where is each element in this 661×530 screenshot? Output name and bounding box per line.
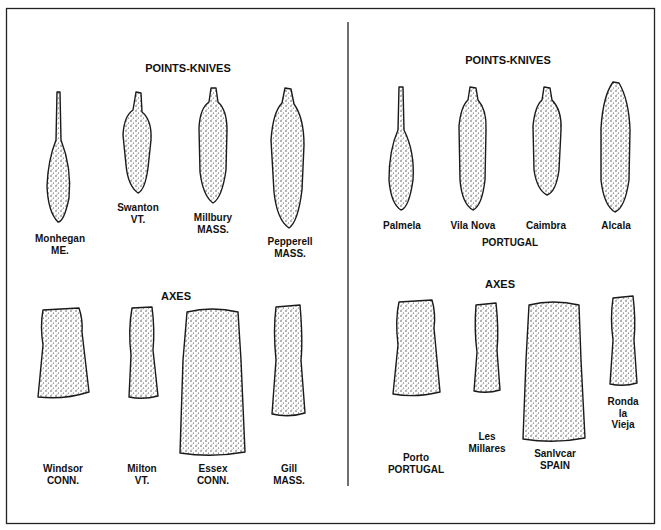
frame (7, 9, 655, 524)
site-label: Monhegan ME. (35, 233, 85, 256)
site-label: Alcala (601, 220, 630, 232)
axe-milton (129, 307, 158, 398)
axe-essex (180, 309, 245, 455)
axe-les-millares (474, 303, 500, 392)
country-label: PORTUGAL (482, 237, 538, 249)
site-label: Millbury MASS. (194, 212, 232, 235)
section-heading: AXES (485, 278, 515, 291)
point-millbury (199, 88, 227, 203)
site-label: Essex CONN. (197, 463, 229, 486)
divider (347, 22, 348, 486)
axe-porto (393, 300, 440, 396)
site-label: Ronda la Vieja (607, 396, 638, 431)
point-alcala (601, 82, 630, 212)
site-label: Pepperell MASS. (267, 236, 312, 259)
site-label: Les Millares (468, 431, 505, 454)
point-vila-nova (459, 87, 486, 210)
section-heading: POINTS-KNIVES (465, 54, 551, 67)
site-label: Caimbra (526, 220, 566, 232)
section-heading: AXES (161, 290, 191, 303)
axe-gill (272, 305, 305, 416)
point-monhegan (47, 92, 70, 222)
point-pepperell (271, 88, 304, 228)
site-label: Sanlvcar SPAIN (534, 448, 576, 471)
point-swanton (123, 92, 151, 193)
axe-windsor (38, 308, 89, 398)
site-label: Vila Nova (451, 220, 496, 232)
axe-sanlucar (523, 302, 585, 441)
point-palmela (389, 87, 413, 210)
axe-ronda (610, 296, 637, 385)
site-label: Milton VT. (127, 463, 156, 486)
site-label: Palmela (383, 220, 421, 232)
site-label: Swanton VT. (117, 202, 159, 225)
site-label: Gill MASS. (273, 463, 305, 486)
site-label: Porto PORTUGAL (388, 452, 444, 475)
point-caimbra (533, 87, 561, 195)
section-heading: POINTS-KNIVES (145, 62, 231, 75)
site-label: Windsor CONN. (43, 463, 83, 486)
